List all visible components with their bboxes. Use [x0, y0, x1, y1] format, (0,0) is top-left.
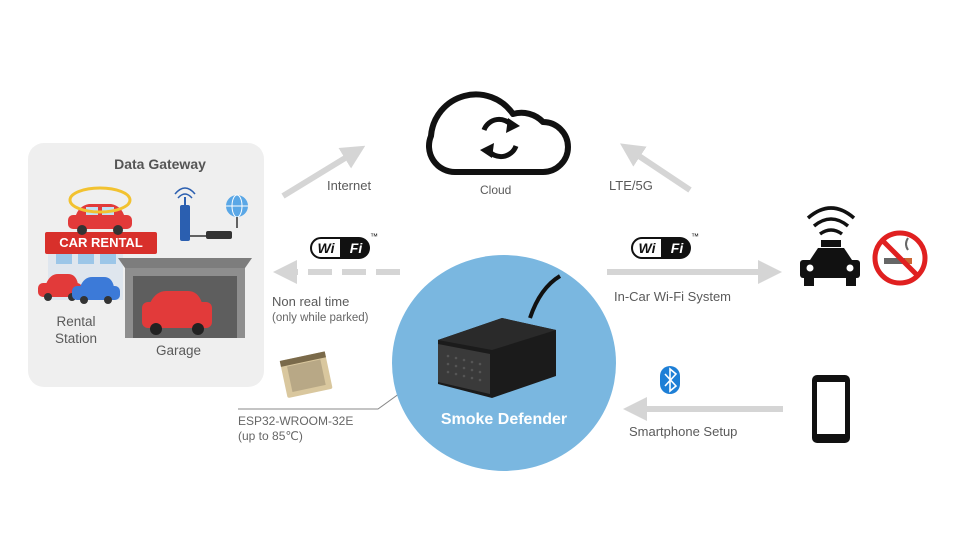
- esp32-label: ESP32-WROOM-32E (up to 85℃): [238, 414, 354, 443]
- no-smoking-icon: [872, 230, 928, 286]
- smoke-defender-label: Smoke Defender: [440, 411, 568, 428]
- blue-car-icon: [72, 277, 120, 304]
- car-rental-sign: [45, 232, 157, 254]
- internet-arrow: [281, 145, 366, 199]
- bluetooth-icon: [660, 366, 680, 394]
- lte-label: LTE/5G: [609, 178, 653, 193]
- in-car-wifi-label: In-Car Wi-Fi System: [614, 289, 731, 304]
- taxi-icon: [800, 206, 860, 286]
- wifi-logo-icon: Wi Fi ™: [631, 232, 699, 259]
- smartphone-icon: [812, 375, 850, 443]
- globe-icon: [226, 194, 248, 228]
- data-gateway-title: Data Gateway: [114, 156, 206, 172]
- car-rental-sign-text: CAR RENTAL: [59, 235, 143, 250]
- wifi-logo-icon: Wi Fi ™: [310, 232, 378, 259]
- rental-station-label: Rental Station: [54, 314, 98, 346]
- cloud-label: Cloud: [480, 183, 512, 197]
- router-icon: [174, 187, 232, 241]
- lte-arrow: [620, 143, 692, 193]
- garage-icon: [118, 258, 252, 338]
- smartphone-setup-label: Smartphone Setup: [629, 424, 738, 439]
- non-real-time-label: Non real time (only while parked): [272, 294, 369, 324]
- internet-label: Internet: [327, 178, 372, 193]
- garage-label: Garage: [156, 343, 202, 358]
- sign-car-icon: [68, 186, 132, 235]
